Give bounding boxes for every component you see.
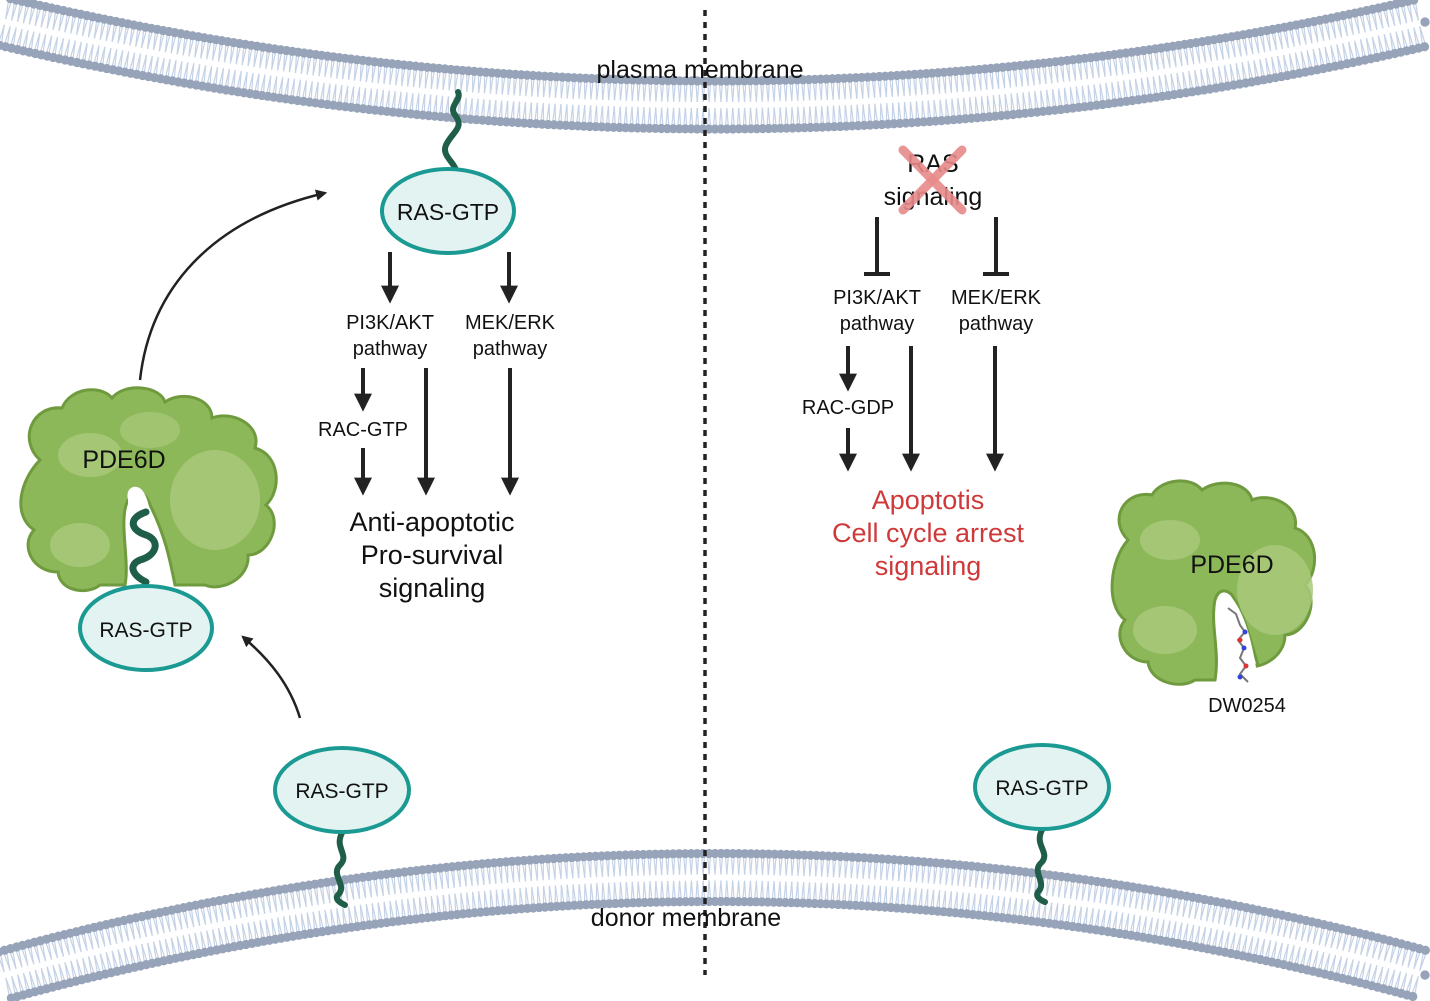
farnesyl-anchor-in-pocket <box>129 508 159 586</box>
pde6d-label-right: PDE6D <box>1190 551 1273 579</box>
ras-gtp-cargo-node[interactable]: RAS-GTP <box>78 584 214 672</box>
curved-arrow-donor-to-pde6d <box>241 635 302 719</box>
pi3k-akt-label-right: PI3K/AKT <box>833 287 921 309</box>
lipid-head <box>1420 945 1430 955</box>
pi3k-pathway-label: pathway <box>353 338 428 360</box>
ras-gtp-donor-node-left[interactable]: RAS-GTP <box>273 746 411 834</box>
ras-gtp-membrane-node[interactable]: RAS-GTP <box>380 167 516 255</box>
lipid-head <box>1420 970 1430 980</box>
ras-signaling-line-2: signaling <box>884 183 983 211</box>
outcome-line-1: Anti-apoptotic <box>349 507 514 537</box>
mek-erk-label: MEK/ERK <box>465 312 556 334</box>
ras-gtp-cargo-label: RAS-GTP <box>99 619 192 642</box>
ras-gtp-donor-label-right: RAS-GTP <box>995 777 1088 800</box>
pde6d-protein-right[interactable]: PDE6D <box>1110 479 1317 686</box>
donor-membrane-label: donor membrane <box>591 904 781 932</box>
outcome-line-3: signaling <box>379 573 486 603</box>
apoptosis-outcome-line-2: Cell cycle arrest <box>832 518 1025 548</box>
pde6d-protein-left[interactable]: PDE6D <box>19 386 278 593</box>
inhibit-mek <box>983 217 1009 276</box>
blocked-cross-icon <box>898 145 967 215</box>
apoptosis-outcome-line-1: Apoptotis <box>872 485 985 515</box>
left-panel: RAS-GTP PI3K/AKT pathway MEK/ERK pathway… <box>19 89 556 908</box>
ras-gtp-donor-label-left: RAS-GTP <box>295 780 388 803</box>
mek-erk-label-right: MEK/ERK <box>951 287 1042 309</box>
dw0254-molecule-icon <box>1227 607 1249 683</box>
farnesyl-anchor <box>442 89 462 181</box>
lipid-head <box>1419 42 1430 52</box>
outcome-line-2: Pro-survival <box>361 540 504 570</box>
mek-pathway-label-right: pathway <box>959 313 1034 335</box>
inhibit-pi3k <box>864 217 890 276</box>
ras-gtp-label: RAS-GTP <box>397 199 499 225</box>
lipid-head <box>1408 991 1418 1001</box>
rac-gtp-label: RAC-GTP <box>318 419 408 441</box>
farnesyl-anchor-donor-right <box>1034 827 1048 905</box>
ras-gtp-donor-node-right[interactable]: RAS-GTP <box>973 743 1111 831</box>
plasma-membrane-label: plasma membrane <box>596 56 803 84</box>
farnesyl-anchor-donor-left <box>333 830 348 908</box>
rac-gdp-label: RAC-GDP <box>802 397 894 419</box>
donor-membrane <box>0 848 1430 1001</box>
lipid-head <box>1409 0 1419 5</box>
mek-pathway-label: pathway <box>473 338 548 360</box>
lipid-head <box>1420 17 1430 27</box>
right-panel: RAS signaling PI3K/AKT pathway MEK/ERK p… <box>802 145 1317 905</box>
apoptosis-outcome-line-3: signaling <box>875 551 982 581</box>
plasma-membrane <box>0 0 1430 134</box>
pi3k-akt-label: PI3K/AKT <box>346 312 434 334</box>
curved-arrow-pde6d-to-plasma <box>138 189 328 381</box>
pi3k-pathway-label-right: pathway <box>840 313 915 335</box>
dw0254-label: DW0254 <box>1208 695 1286 717</box>
pde6d-label-left: PDE6D <box>82 446 165 474</box>
